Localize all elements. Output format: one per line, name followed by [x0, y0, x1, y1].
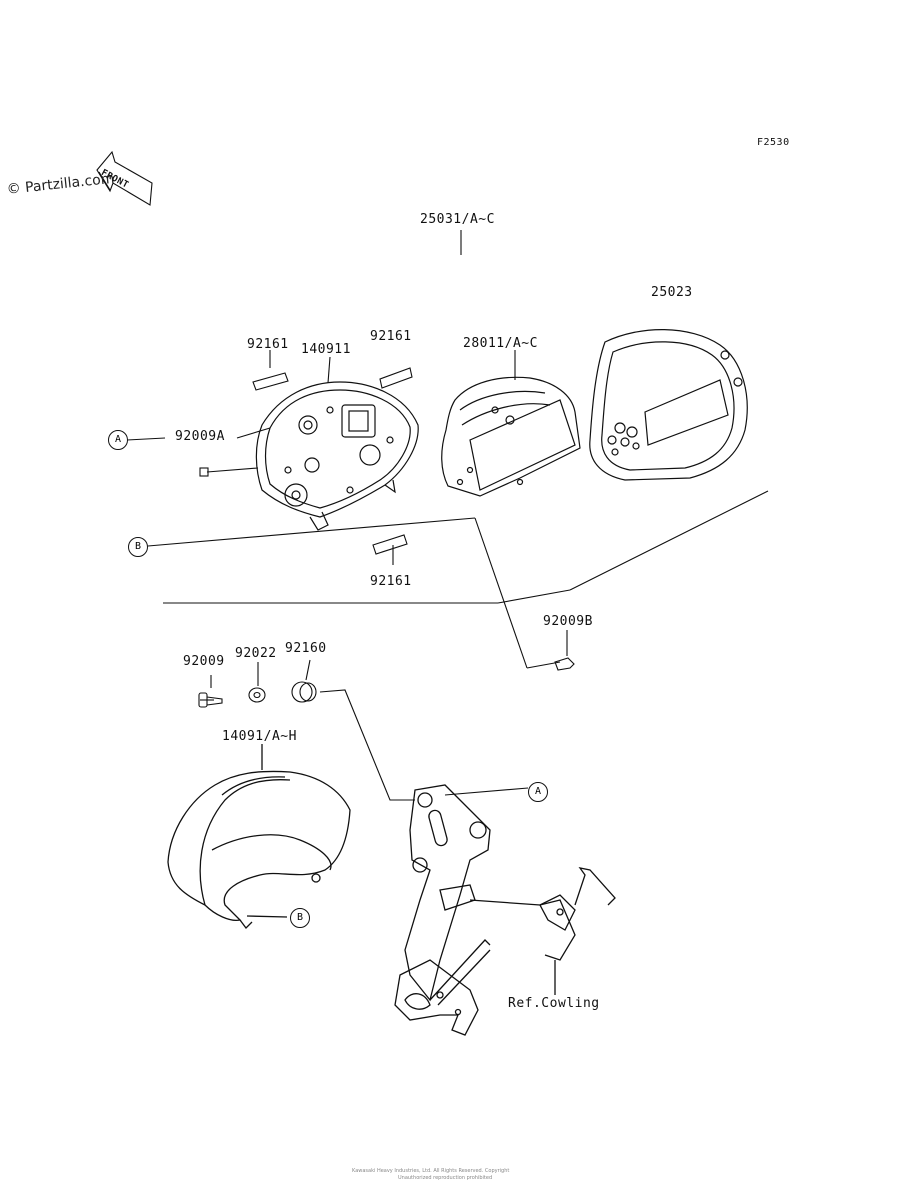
callout-b-bottom: B — [290, 908, 310, 928]
meter-case — [255, 381, 419, 531]
part-label-92009b: 92009B — [543, 614, 593, 629]
leader-a1 — [126, 437, 166, 441]
leader-b1 — [147, 517, 476, 547]
leader-to-bracket — [319, 689, 415, 801]
bracket-assembly — [394, 784, 616, 1036]
callout-b-top: B — [128, 537, 148, 557]
leader-140911 — [327, 356, 331, 384]
separator-diag — [569, 490, 769, 591]
screw-92009a — [199, 467, 259, 477]
part-label-92022: 92022 — [235, 646, 277, 661]
callout-a-bottom: A — [528, 782, 548, 802]
leader-a2 — [444, 787, 529, 796]
screw-92009b — [554, 657, 575, 671]
decal-92161-a — [252, 372, 289, 391]
part-label-ref-cowling: Ref.Cowling — [508, 996, 600, 1011]
part-label-25023: 25023 — [651, 285, 693, 300]
part-label-28011: 28011/A~C — [463, 336, 538, 351]
meter-cover — [589, 329, 748, 481]
meter-unit — [441, 376, 581, 497]
front-arrow-icon — [96, 150, 153, 206]
part-label-92009: 92009 — [183, 654, 225, 669]
footer-copyright-line2: Unauthorized reproduction prohibited — [398, 1175, 493, 1181]
figure-code: F2530 — [757, 137, 790, 148]
part-label-92161-a: 92161 — [247, 337, 289, 352]
front-cover — [167, 744, 351, 929]
decal-92161-c — [372, 534, 408, 555]
footer-copyright-line1: Kawasaki Heavy Industries, Ltd. All Righ… — [352, 1168, 510, 1174]
leader-92009a — [236, 427, 271, 439]
decal-92161-b — [379, 367, 413, 389]
part-label-25031: 25031/A~C — [420, 212, 495, 227]
callout-a-top: A — [108, 430, 128, 450]
part-label-14091: 14091/A~H — [222, 729, 297, 744]
part-label-92160: 92160 — [285, 641, 327, 656]
part-label-92161-c: 92161 — [370, 574, 412, 589]
leader-b1-diag — [474, 517, 528, 669]
part-label-92161-b: 92161 — [370, 329, 412, 344]
grommet-parts — [198, 659, 317, 708]
part-label-140911: 140911 — [301, 342, 351, 357]
part-label-92009a: 92009A — [175, 429, 225, 444]
